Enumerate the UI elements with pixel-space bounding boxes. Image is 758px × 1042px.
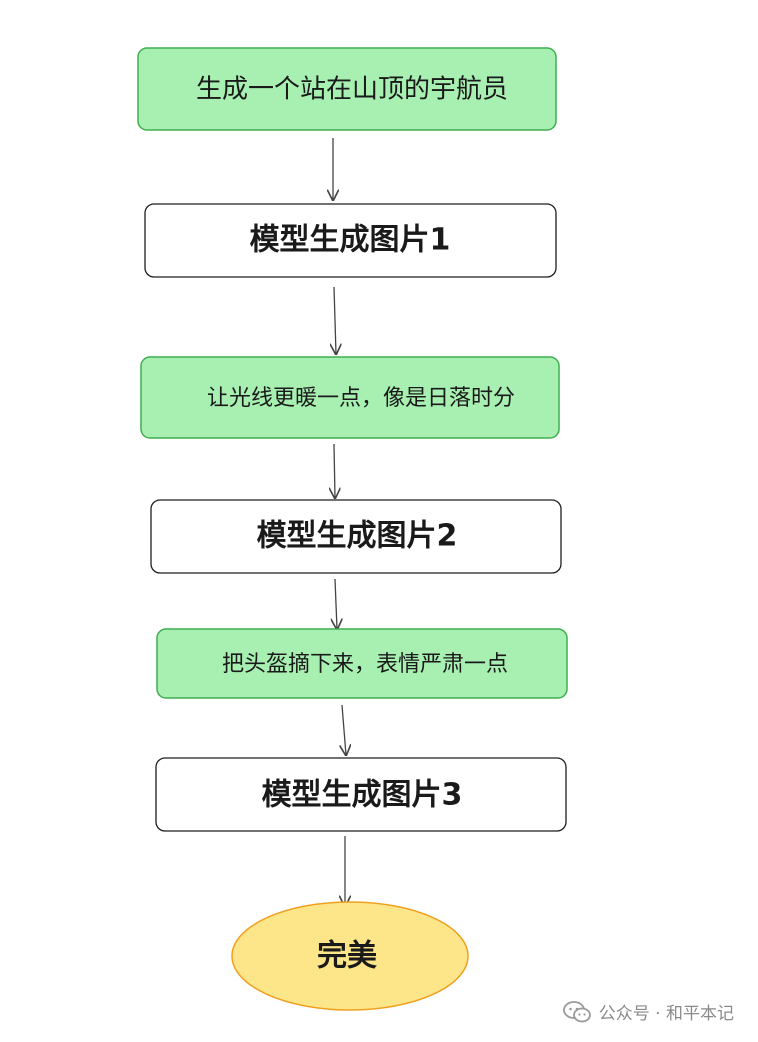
- node-model-3-label: 模型生成图片3: [262, 778, 463, 813]
- node-prompt-2-box: [140, 356, 560, 439]
- edge-3: [334, 443, 335, 498]
- node-prompt-1-box: [137, 47, 557, 131]
- node-model-3: 模型生成图片3: [155, 757, 567, 832]
- node-prompt-2-label: 让光线更暖一点，像是日落时分: [207, 386, 515, 411]
- wechat-icon: [562, 1000, 591, 1022]
- node-prompt-3-label: 把头盔摘下来，表情严肃一点: [222, 652, 508, 677]
- node-model-2-label: 模型生成图片2: [257, 519, 458, 554]
- node-model-1-label: 模型生成图片1: [250, 223, 451, 258]
- node-model-1: 模型生成图片1: [144, 203, 557, 278]
- watermark: 公众号 · 和平本记: [562, 999, 734, 1024]
- node-model-2: 模型生成图片2: [150, 499, 562, 574]
- node-model-2-box: [150, 499, 562, 574]
- edge-5: [342, 704, 346, 755]
- node-prompt-3: 把头盔摘下来，表情严肃一点: [156, 628, 568, 699]
- node-end-ellipse: [231, 901, 469, 1011]
- node-model-1-box: [144, 203, 557, 278]
- node-model-3-box: [155, 757, 567, 832]
- node-prompt-1-label: 生成一个站在山顶的宇航员: [196, 75, 508, 105]
- node-prompt-3-box: [156, 628, 568, 699]
- watermark-text: 公众号 · 和平本记: [598, 1004, 734, 1024]
- node-end: 完美: [231, 901, 469, 1011]
- node-prompt-2: 让光线更暖一点，像是日落时分: [140, 356, 560, 439]
- node-prompt-1: 生成一个站在山顶的宇航员: [137, 47, 557, 131]
- edge-2: [334, 286, 336, 354]
- edge-4: [335, 578, 337, 629]
- node-end-label: 完美: [317, 939, 377, 974]
